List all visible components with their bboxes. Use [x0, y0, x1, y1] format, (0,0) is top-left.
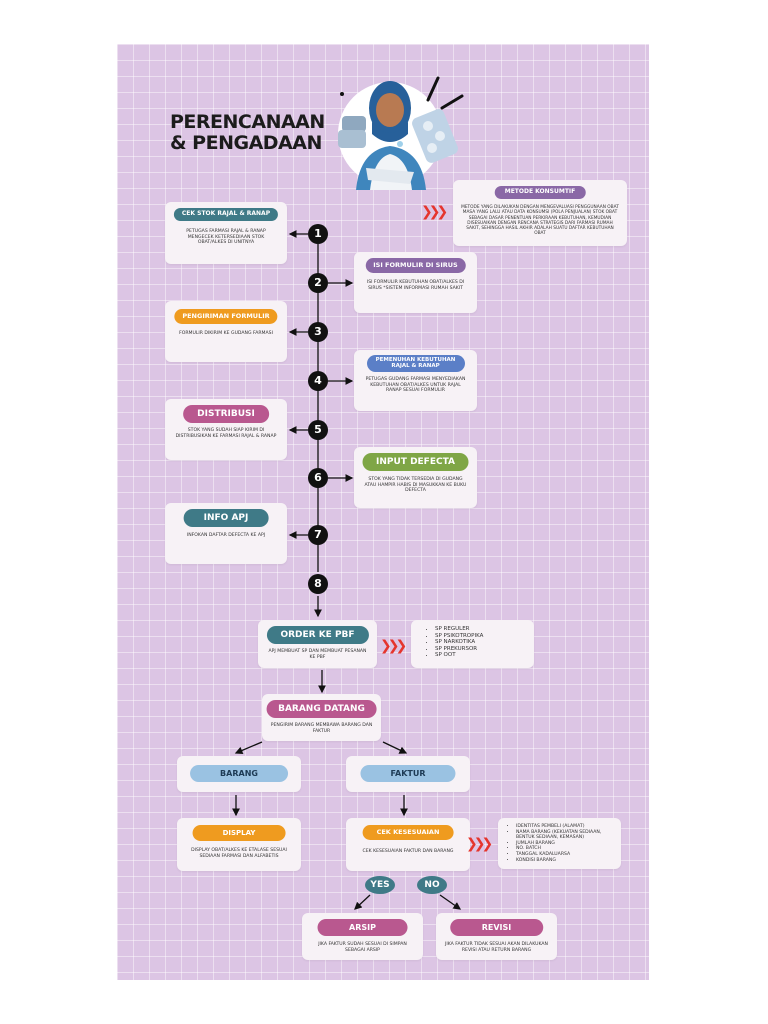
sp-item: SP NARKOTIKA — [435, 639, 483, 646]
metode-card: METODE KONSUMTIF METODE YANG DILAKUKAN D… — [453, 180, 627, 246]
arsip-text: JIKA FAKTUR SUDAH SESUAI DI SIMPAN SEBAG… — [318, 942, 407, 953]
order-text: APJ MEMBUAT SP DAN MEMBUAT PESANAN KE PB… — [268, 649, 367, 660]
step-1-number: 1 — [308, 224, 328, 244]
step-6-card: INPUT DEFECTA STOK YANG TIDAK TERSEDIA D… — [354, 447, 477, 508]
step-2-number: 2 — [308, 273, 328, 293]
sp-item: SP OOT — [435, 652, 483, 659]
cek-items-list: IDENTITAS PEMBELI (ALAMAT) NAMA BARANG (… — [504, 824, 615, 863]
revisi-card: REVISI JIKA FAKTUR TIDAK SESUAI AKAN DIL… — [436, 913, 557, 960]
step-1-text: PETUGAS FARMASI RAJAL & RANAP MENGECEK K… — [186, 229, 266, 246]
cek-kesesuaian-text: CEK KESESUAIAN FAKTUR DAN BARANG — [362, 849, 454, 854]
triple-chevron-arrow-icon: ❯❯❯ — [421, 204, 448, 220]
step-5-number: 5 — [308, 420, 328, 440]
step-5-text: STOK YANG SUDAH SIAP KIRIM DI DISTRIBUSI… — [175, 428, 277, 439]
cek-item: IDENTITAS PEMBELI (ALAMAT) — [516, 824, 615, 830]
step-7-label: INFO APJ — [183, 509, 269, 528]
step-6-label: INPUT DEFECTA — [362, 453, 469, 472]
sp-item: SP PSIKOTROPIKA — [435, 633, 483, 640]
step-6-number: 6 — [308, 468, 328, 488]
barang-datang-text: PENGIRIM BARANG MEMBAWA BARANG DAN FAKTU… — [270, 723, 373, 734]
step-3-number: 3 — [308, 322, 328, 342]
title-line-1: PERENCANAAN — [170, 111, 325, 133]
yes-badge: YES — [365, 876, 395, 894]
cek-item: KONDISI BARANG — [516, 858, 615, 864]
cek-kesesuaian-card: CEK KESESUAIAN CEK KESESUAIAN FAKTUR DAN… — [346, 818, 470, 871]
barang-label: BARANG — [190, 765, 288, 783]
triple-chevron-arrow-icon: ❯❯❯ — [380, 638, 407, 654]
step-4-number: 4 — [308, 371, 328, 391]
barang-datang-card: BARANG DATANG PENGIRIM BARANG MEMBAWA BA… — [262, 694, 381, 741]
sp-list-card: SP REGULER SP PSIKOTROPIKA SP NARKOTIKA … — [411, 620, 534, 668]
step-1-card: CEK STOK RAJAL & RANAP PETUGAS FARMASI R… — [165, 202, 287, 264]
cek-item: NAMA BARANG (KEKUATAN SEDIAAN, BENTUK SE… — [516, 830, 615, 841]
arsip-label: ARSIP — [317, 919, 408, 937]
display-label: DISPLAY — [192, 825, 286, 842]
step-2-card: ISI FORMULIR DI SIRUS ISI FORMULIR KEBUT… — [354, 252, 477, 313]
order-card: ORDER KE PBF APJ MEMBUAT SP DAN MEMBUAT … — [258, 620, 377, 668]
cek-item: JUMLAH BARANG — [516, 841, 615, 847]
order-label: ORDER KE PBF — [266, 626, 369, 645]
step-7-text: INFOKAN DAFTAR DEFECTA KE APJ — [186, 533, 266, 538]
revisi-text: JIKA FAKTUR TIDAK SESUAI AKAN DILAKUKAN … — [445, 942, 548, 953]
step-6-text: STOK YANG TIDAK TERSEDIA DI GUDANG ATAU … — [364, 477, 467, 494]
sp-item: SP REGULER — [435, 626, 483, 633]
barang-datang-label: BARANG DATANG — [266, 700, 377, 719]
step-3-text: FORMULIR DIKIRIM KE GUDANG FARMASI — [179, 331, 273, 336]
step-5-card: DISTRIBUSI STOK YANG SUDAH SIAP KIRIM DI… — [165, 399, 287, 460]
step-7-number: 7 — [308, 525, 328, 545]
barang-card: BARANG — [177, 756, 301, 792]
pharmacist-illustration — [338, 76, 464, 190]
step-8-number: 8 — [308, 574, 328, 594]
step-5-label: DISTRIBUSI — [183, 405, 269, 424]
faktur-card: FAKTUR — [346, 756, 470, 792]
triple-chevron-arrow-icon: ❯❯❯ — [466, 836, 493, 852]
display-text: DISPLAY OBAT/ALKES KE ETALASE SESUAI SED… — [191, 848, 287, 859]
metode-label: METODE KONSUMTIF — [494, 186, 586, 199]
step-4-label: PEMENUHAN KEBUTUHAN RAJAL & RANAP — [366, 355, 465, 372]
no-badge: NO — [417, 876, 447, 894]
display-card: DISPLAY DISPLAY OBAT/ALKES KE ETALASE SE… — [177, 818, 301, 871]
page-title: PERENCANAAN & PENGADAAN — [170, 112, 325, 154]
cek-item: NO. BATCH — [516, 846, 615, 852]
step-2-label: ISI FORMULIR DI SIRUS — [365, 258, 466, 274]
step-1-label: CEK STOK RAJAL & RANAP — [173, 208, 279, 221]
metode-text: METODE YANG DILAKUKAN DENGAN MENGEVALUAS… — [461, 205, 619, 237]
step-7-card: INFO APJ INFOKAN DAFTAR DEFECTA KE APJ — [165, 503, 287, 564]
cek-kesesuaian-label: CEK KESESUAIAN — [362, 825, 454, 841]
sp-item: SP PREKURSOR — [435, 646, 483, 653]
faktur-label: FAKTUR — [360, 765, 456, 783]
title-line-2: & PENGADAAN — [170, 132, 322, 154]
step-4-text: PETUGAS GUDANG FARMASI MENYEDIAKAN KEBUT… — [365, 377, 466, 394]
step-3-card: PENGIRIMAN FORMULIR FORMULIR DIKIRIM KE … — [165, 301, 287, 362]
step-3-label: PENGIRIMAN FORMULIR — [174, 309, 278, 325]
cek-item: TANGGAL KADALUARSA — [516, 852, 615, 858]
arsip-card: ARSIP JIKA FAKTUR SUDAH SESUAI DI SIMPAN… — [302, 913, 423, 960]
step-2-text: ISI FORMULIR KEBUTUHAN OBAT/ALKES DI SIR… — [366, 280, 465, 291]
step-4-card: PEMENUHAN KEBUTUHAN RAJAL & RANAP PETUGA… — [354, 350, 477, 411]
sp-list: SP REGULER SP PSIKOTROPIKA SP NARKOTIKA … — [423, 626, 483, 659]
revisi-label: REVISI — [449, 919, 544, 937]
cek-items-card: IDENTITAS PEMBELI (ALAMAT) NAMA BARANG (… — [498, 818, 621, 869]
